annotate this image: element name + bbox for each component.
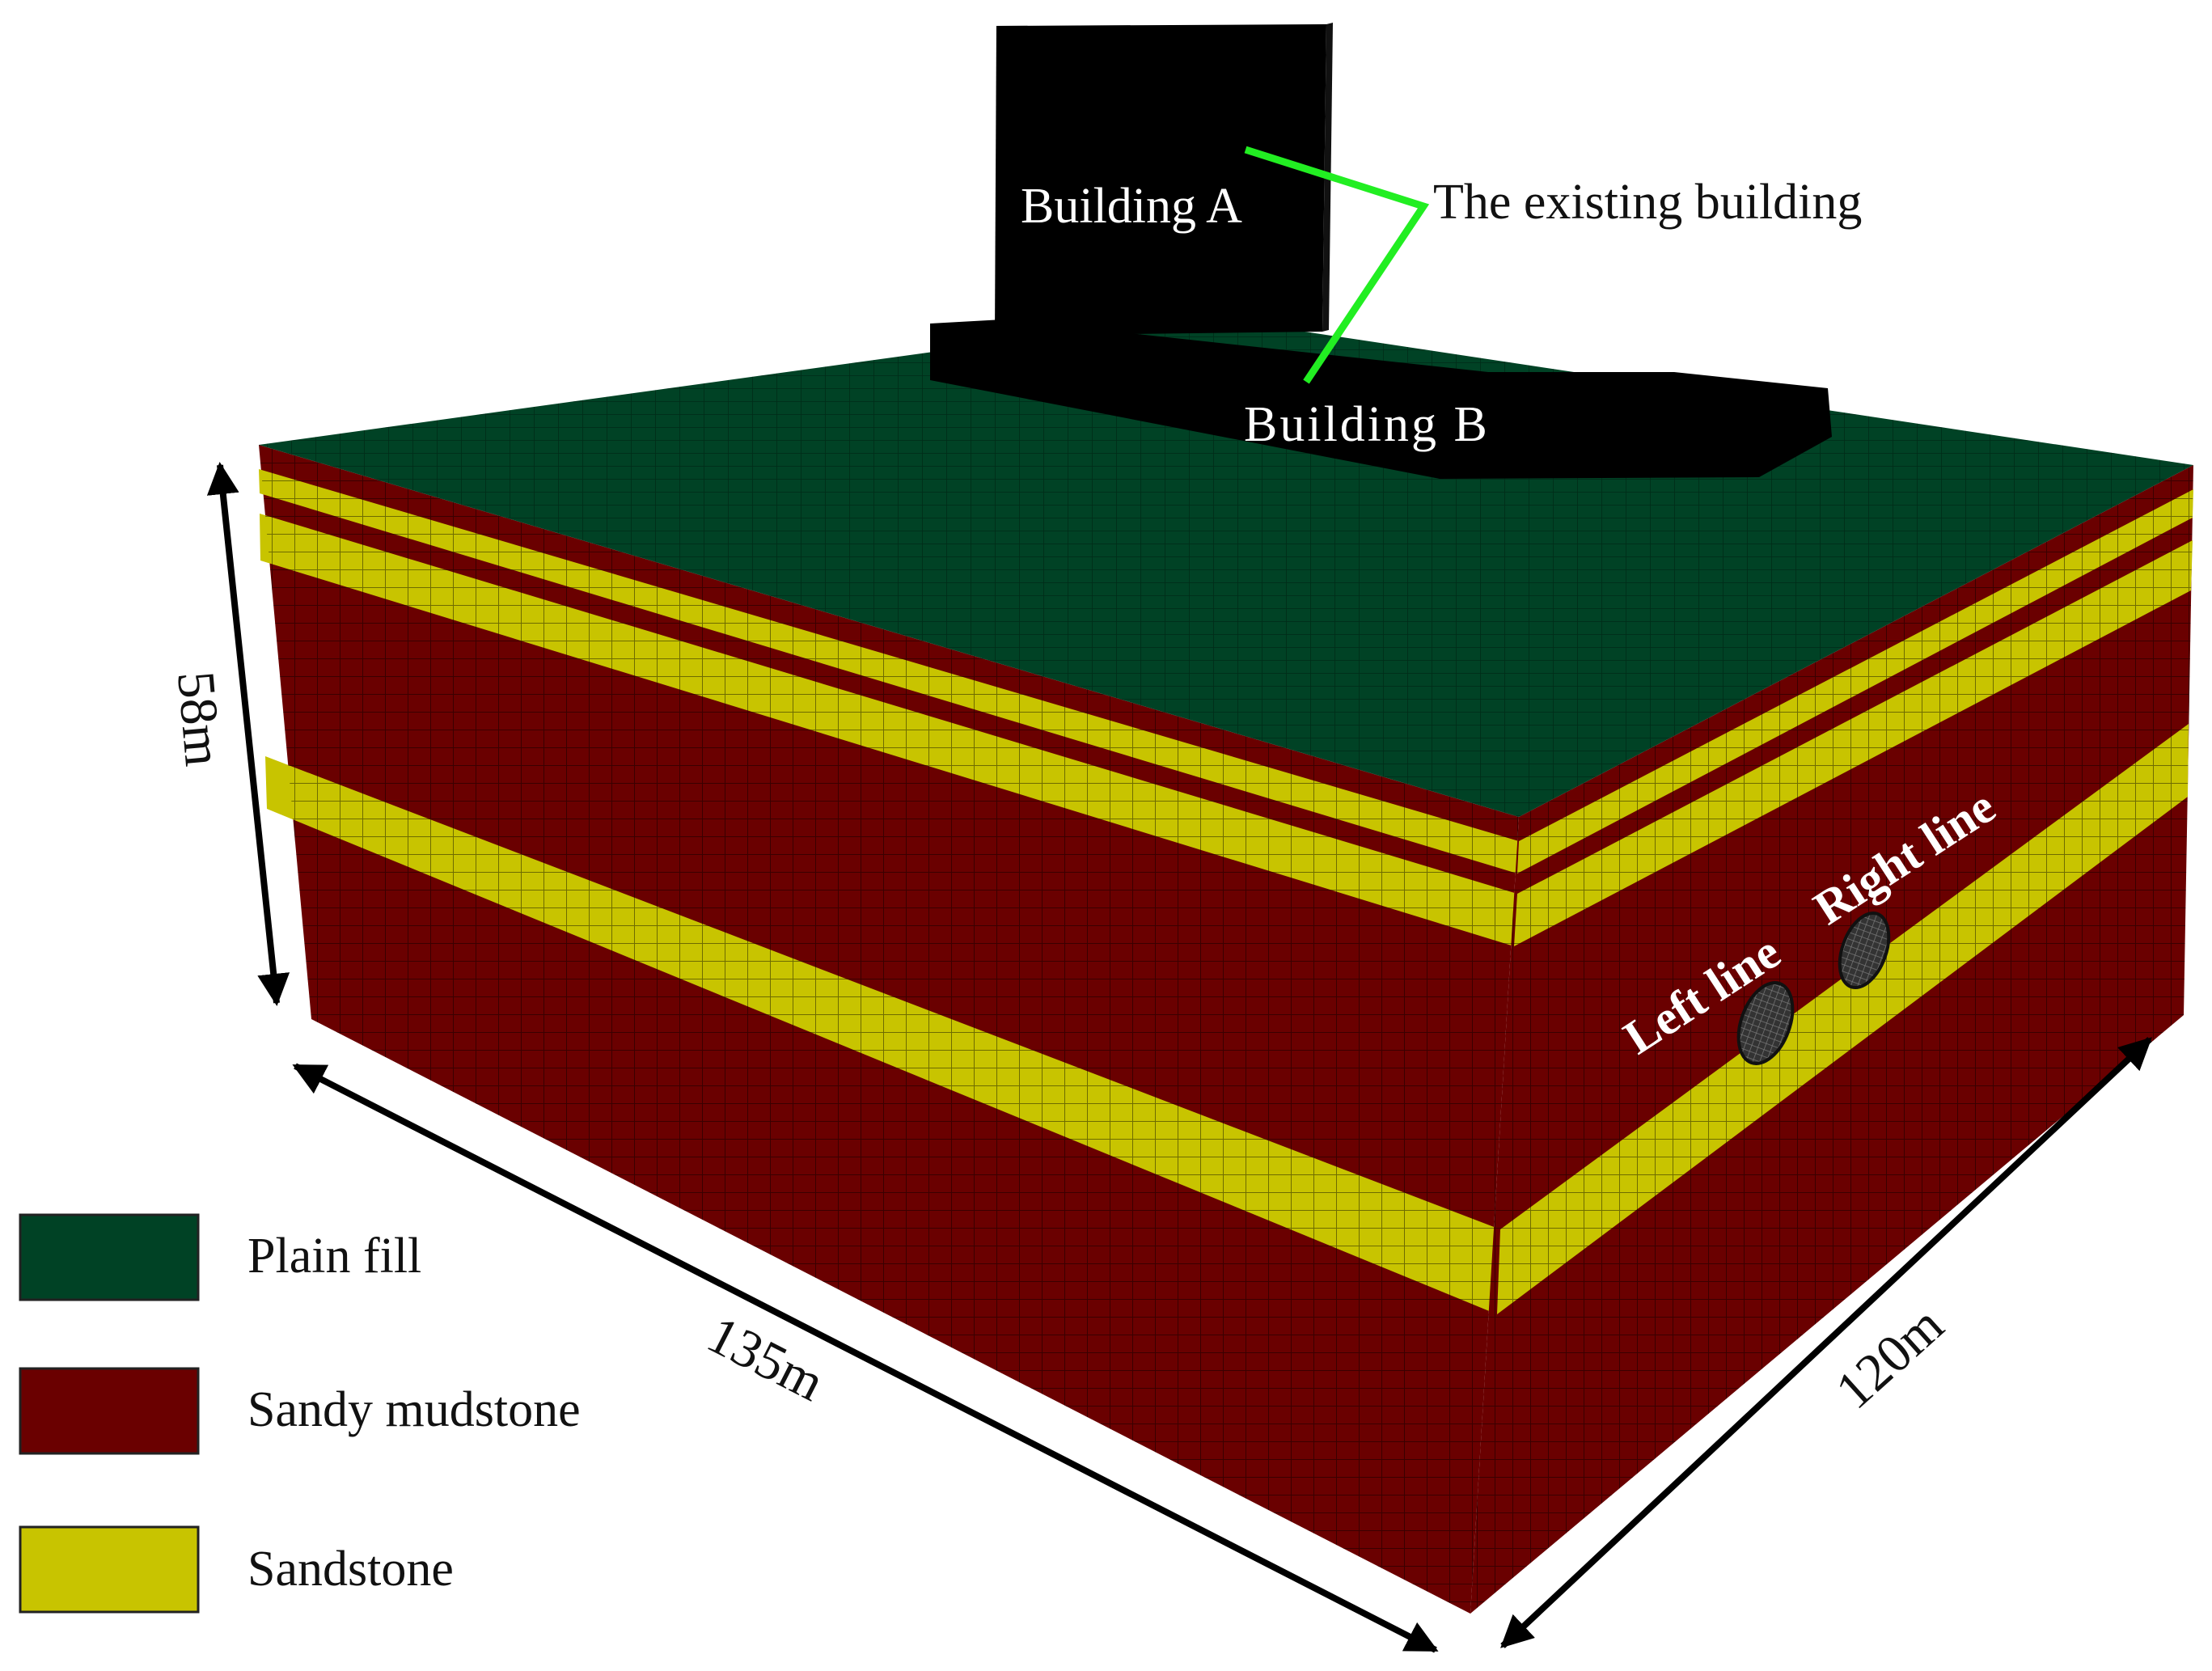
building-b-label: Building B [1244, 397, 1490, 452]
building-b [930, 319, 1832, 479]
length-dimension-arrow [292, 1063, 1439, 1653]
existing-building-label: The existing building [1433, 175, 1862, 230]
legend-label-sandstone: Sandstone [247, 1542, 454, 1597]
legend-item-sandstone: Sandstone [19, 1525, 454, 1614]
width-dimension-arrow [1500, 1037, 2152, 1648]
height-dimension-arrow [206, 462, 290, 1006]
legend-item-sandy-mudstone: Sandy mudstone [19, 1367, 581, 1455]
tunnel-right-line [1838, 911, 1891, 990]
legend-label-sandy-mudstone: Sandy mudstone [247, 1382, 581, 1437]
building-a-label: Building A [1021, 179, 1242, 234]
height-dimension-label: 58m [166, 669, 233, 768]
length-dimension-label: 135m [698, 1305, 833, 1412]
legend-label-plain-fill: Plain fill [247, 1229, 421, 1284]
width-dimension-label: 120m [1825, 1295, 1955, 1420]
legend-swatch-sandy-mudstone [19, 1367, 200, 1455]
legend: Plain fill Sandy mudstone Sandstone [19, 1213, 581, 1614]
existing-building-leader [1244, 146, 1430, 384]
legend-swatch-plain-fill [19, 1213, 200, 1301]
legend-swatch-sandstone [19, 1525, 200, 1614]
legend-item-plain-fill: Plain fill [19, 1213, 421, 1301]
